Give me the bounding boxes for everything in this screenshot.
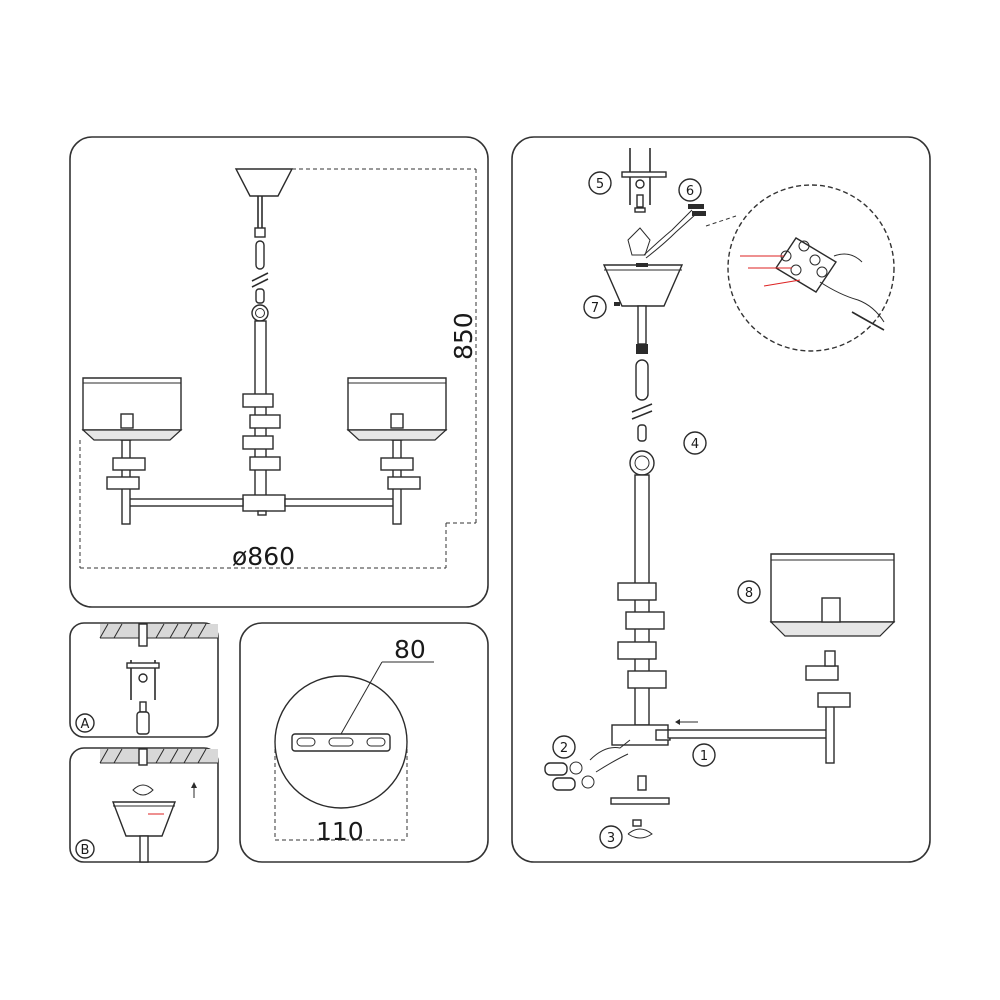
chandelier-front-view <box>81 168 448 525</box>
svg-text:5: 5 <box>596 177 604 192</box>
height-dimension: 850 <box>449 312 478 360</box>
svg-text:3: 3 <box>607 831 615 846</box>
svg-text:2: 2 <box>560 741 568 756</box>
dimensions-panel <box>69 136 489 608</box>
step-b-label: B <box>81 843 90 858</box>
svg-text:8: 8 <box>745 586 753 601</box>
bracket-dimension: 80 <box>394 635 426 664</box>
wiring-detail <box>705 184 895 352</box>
callout-7: 7 <box>583 295 607 319</box>
step-a-marker <box>75 713 95 733</box>
step-b-drawing <box>99 748 218 863</box>
exploded-assembly <box>544 148 896 839</box>
callout-1: 1 <box>692 743 716 767</box>
step-a-drawing <box>99 623 218 735</box>
callout-3: 3 <box>599 825 623 849</box>
dimension-lines <box>79 168 477 569</box>
svg-text:6: 6 <box>686 184 694 199</box>
svg-text:4: 4 <box>691 437 699 452</box>
svg-text:1: 1 <box>700 749 708 764</box>
callout-8: 8 <box>737 580 761 604</box>
step-a-label: A <box>81 717 90 732</box>
callout-4: 4 <box>683 431 707 455</box>
step-b-marker <box>75 839 95 859</box>
canopy-width-dimension: 110 <box>316 817 364 846</box>
svg-text:7: 7 <box>591 301 599 316</box>
diameter-dimension: ø860 <box>232 542 295 571</box>
callout-6: 6 <box>678 178 702 202</box>
callout-2: 2 <box>552 735 576 759</box>
callout-5: 5 <box>588 171 612 195</box>
canopy-base-drawing <box>274 661 434 841</box>
